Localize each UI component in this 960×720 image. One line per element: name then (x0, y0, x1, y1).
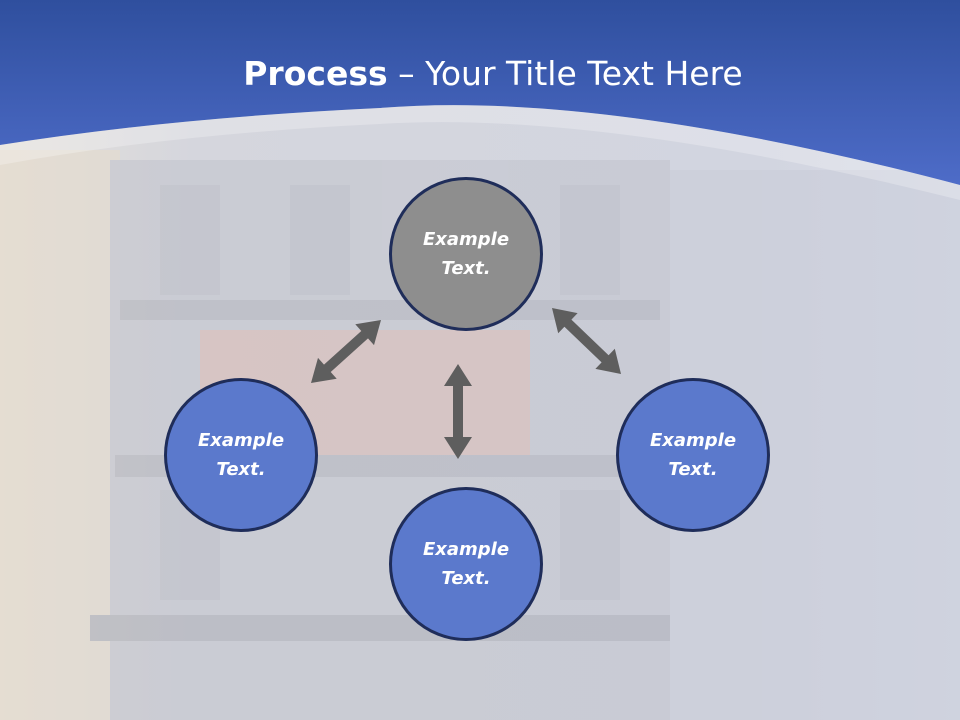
node-left: Example Text. (164, 378, 318, 532)
node-right: Example Text. (616, 378, 770, 532)
node-top-label: Example Text. (422, 229, 510, 279)
title-bold: Process (243, 54, 388, 93)
slide-title: Process – Your Title Text Here (0, 52, 960, 96)
title-rest: – Your Title Text Here (387, 54, 743, 93)
node-top: Example Text. (389, 177, 543, 331)
node-bottom: Example Text. (389, 487, 543, 641)
node-left-label: Example Text. (197, 430, 285, 480)
node-right-label: Example Text. (649, 430, 737, 480)
header-banner-highlight (0, 105, 960, 200)
node-bottom-label: Example Text. (422, 539, 510, 589)
header-banner (0, 0, 960, 185)
